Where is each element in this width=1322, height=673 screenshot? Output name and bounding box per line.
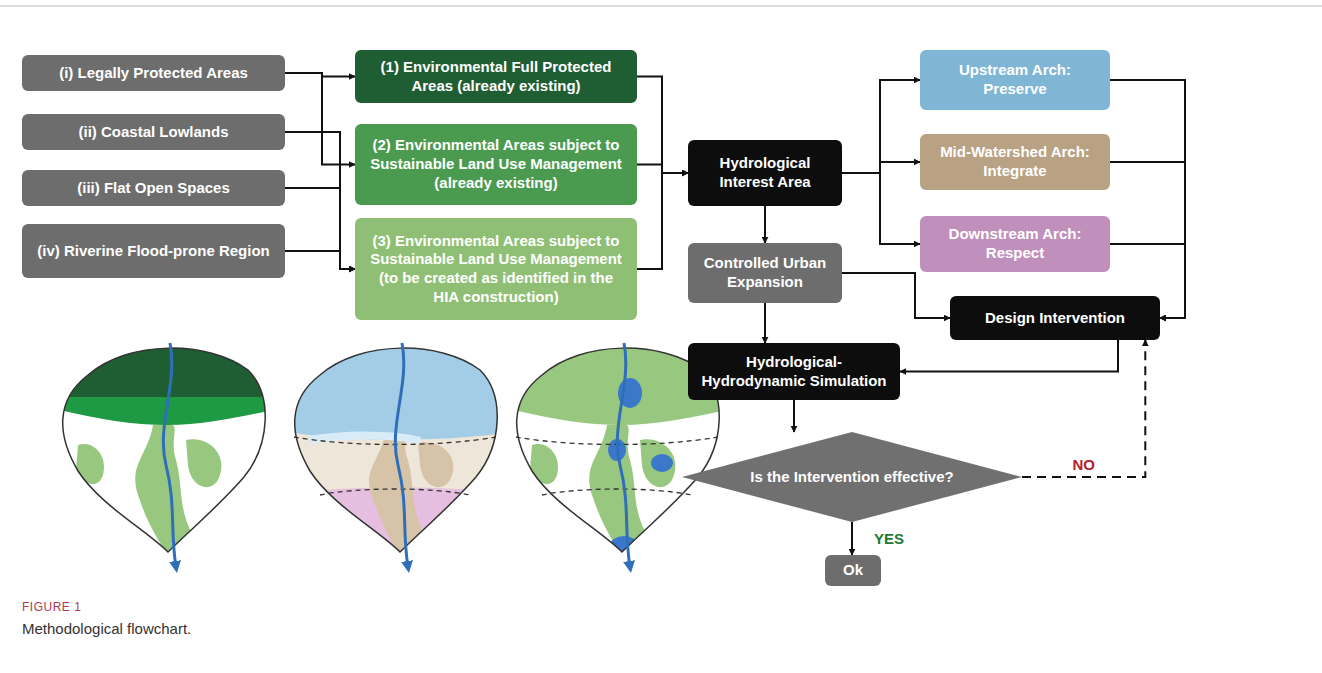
flow-arrow [637, 173, 688, 269]
process-box: (3) Environmental Areas subject to Susta… [355, 218, 637, 320]
process-box: (2) Environmental Areas subject to Susta… [355, 124, 637, 205]
figure-number: FIGURE 1 [22, 600, 81, 614]
process-box: Design Intervention [950, 296, 1160, 340]
node-text: Controlled Urban Expansion [698, 254, 832, 292]
flow-arrow [842, 80, 920, 173]
node-text: (1) Environmental Full Protected Areas (… [365, 58, 627, 96]
watershed-arches [280, 335, 520, 575]
node-text: Upstream Arch: Preserve [930, 61, 1100, 99]
node-text: (3) Environmental Areas subject to Susta… [365, 232, 627, 307]
flow-arrow [285, 73, 355, 165]
process-box: (1) Environmental Full Protected Areas (… [355, 50, 637, 103]
watershed-protected-areas [48, 335, 288, 567]
process-box: Controlled Urban Expansion [688, 243, 842, 303]
process-box: (iii) Flat Open Spaces [22, 170, 285, 206]
node-text: Ok [843, 561, 863, 580]
node-text: (iv) Riverine Flood-prone Region [37, 242, 270, 261]
decision-diamond: Is the Intervention effective? [682, 432, 1022, 522]
node-text: (ii) Coastal Lowlands [78, 123, 228, 142]
flow-arrow [285, 251, 355, 269]
node-text: Hydrological Interest Area [698, 154, 832, 192]
flow-arrow [842, 162, 920, 173]
node-text: Downstream Arch: Respect [930, 225, 1100, 263]
process-box: (ii) Coastal Lowlands [22, 114, 285, 150]
process-box: (iv) Riverine Flood-prone Region [22, 224, 285, 278]
node-text: Design Intervention [985, 309, 1125, 328]
node-text: (iii) Flat Open Spaces [77, 179, 230, 198]
flow-arrow [637, 77, 688, 174]
process-box: Ok [825, 555, 881, 586]
flow-arrow [842, 173, 920, 244]
flow-arrow [793, 400, 795, 432]
flow-arrow [851, 522, 853, 555]
flow-arrow [1110, 162, 1185, 318]
process-box: Hydrological-Hydrodynamic Simulation [688, 343, 900, 400]
figure-caption: Methodological flowchart. [22, 620, 191, 637]
node-text: (2) Environmental Areas subject to Susta… [365, 136, 627, 192]
node-text: Is the Intervention effective? [750, 468, 953, 487]
flow-arrow [764, 206, 766, 243]
node-text: (i) Legally Protected Areas [59, 64, 248, 83]
node-text: Mid-Watershed Arch: Integrate [930, 143, 1100, 181]
process-box: Hydrological Interest Area [688, 140, 842, 206]
process-box: Downstream Arch: Respect [920, 216, 1110, 272]
flow-arrow [900, 340, 1118, 372]
process-box: (i) Legally Protected Areas [22, 55, 285, 91]
top-rule [0, 6, 1322, 7]
flow-arrow [842, 273, 950, 318]
process-box: Upstream Arch: Preserve [920, 50, 1110, 110]
flow-arrow [637, 165, 688, 174]
flow-arrow [285, 132, 355, 269]
node-text: Hydrological-Hydrodynamic Simulation [698, 353, 890, 391]
flow-arrow [764, 303, 766, 343]
flow-arrow [285, 188, 355, 269]
edge-label: YES [872, 530, 906, 547]
process-box: Mid-Watershed Arch: Integrate [920, 134, 1110, 190]
flow-arrow [1022, 340, 1145, 477]
flow-arrow [1110, 80, 1185, 318]
edge-label: NO [1070, 456, 1097, 473]
